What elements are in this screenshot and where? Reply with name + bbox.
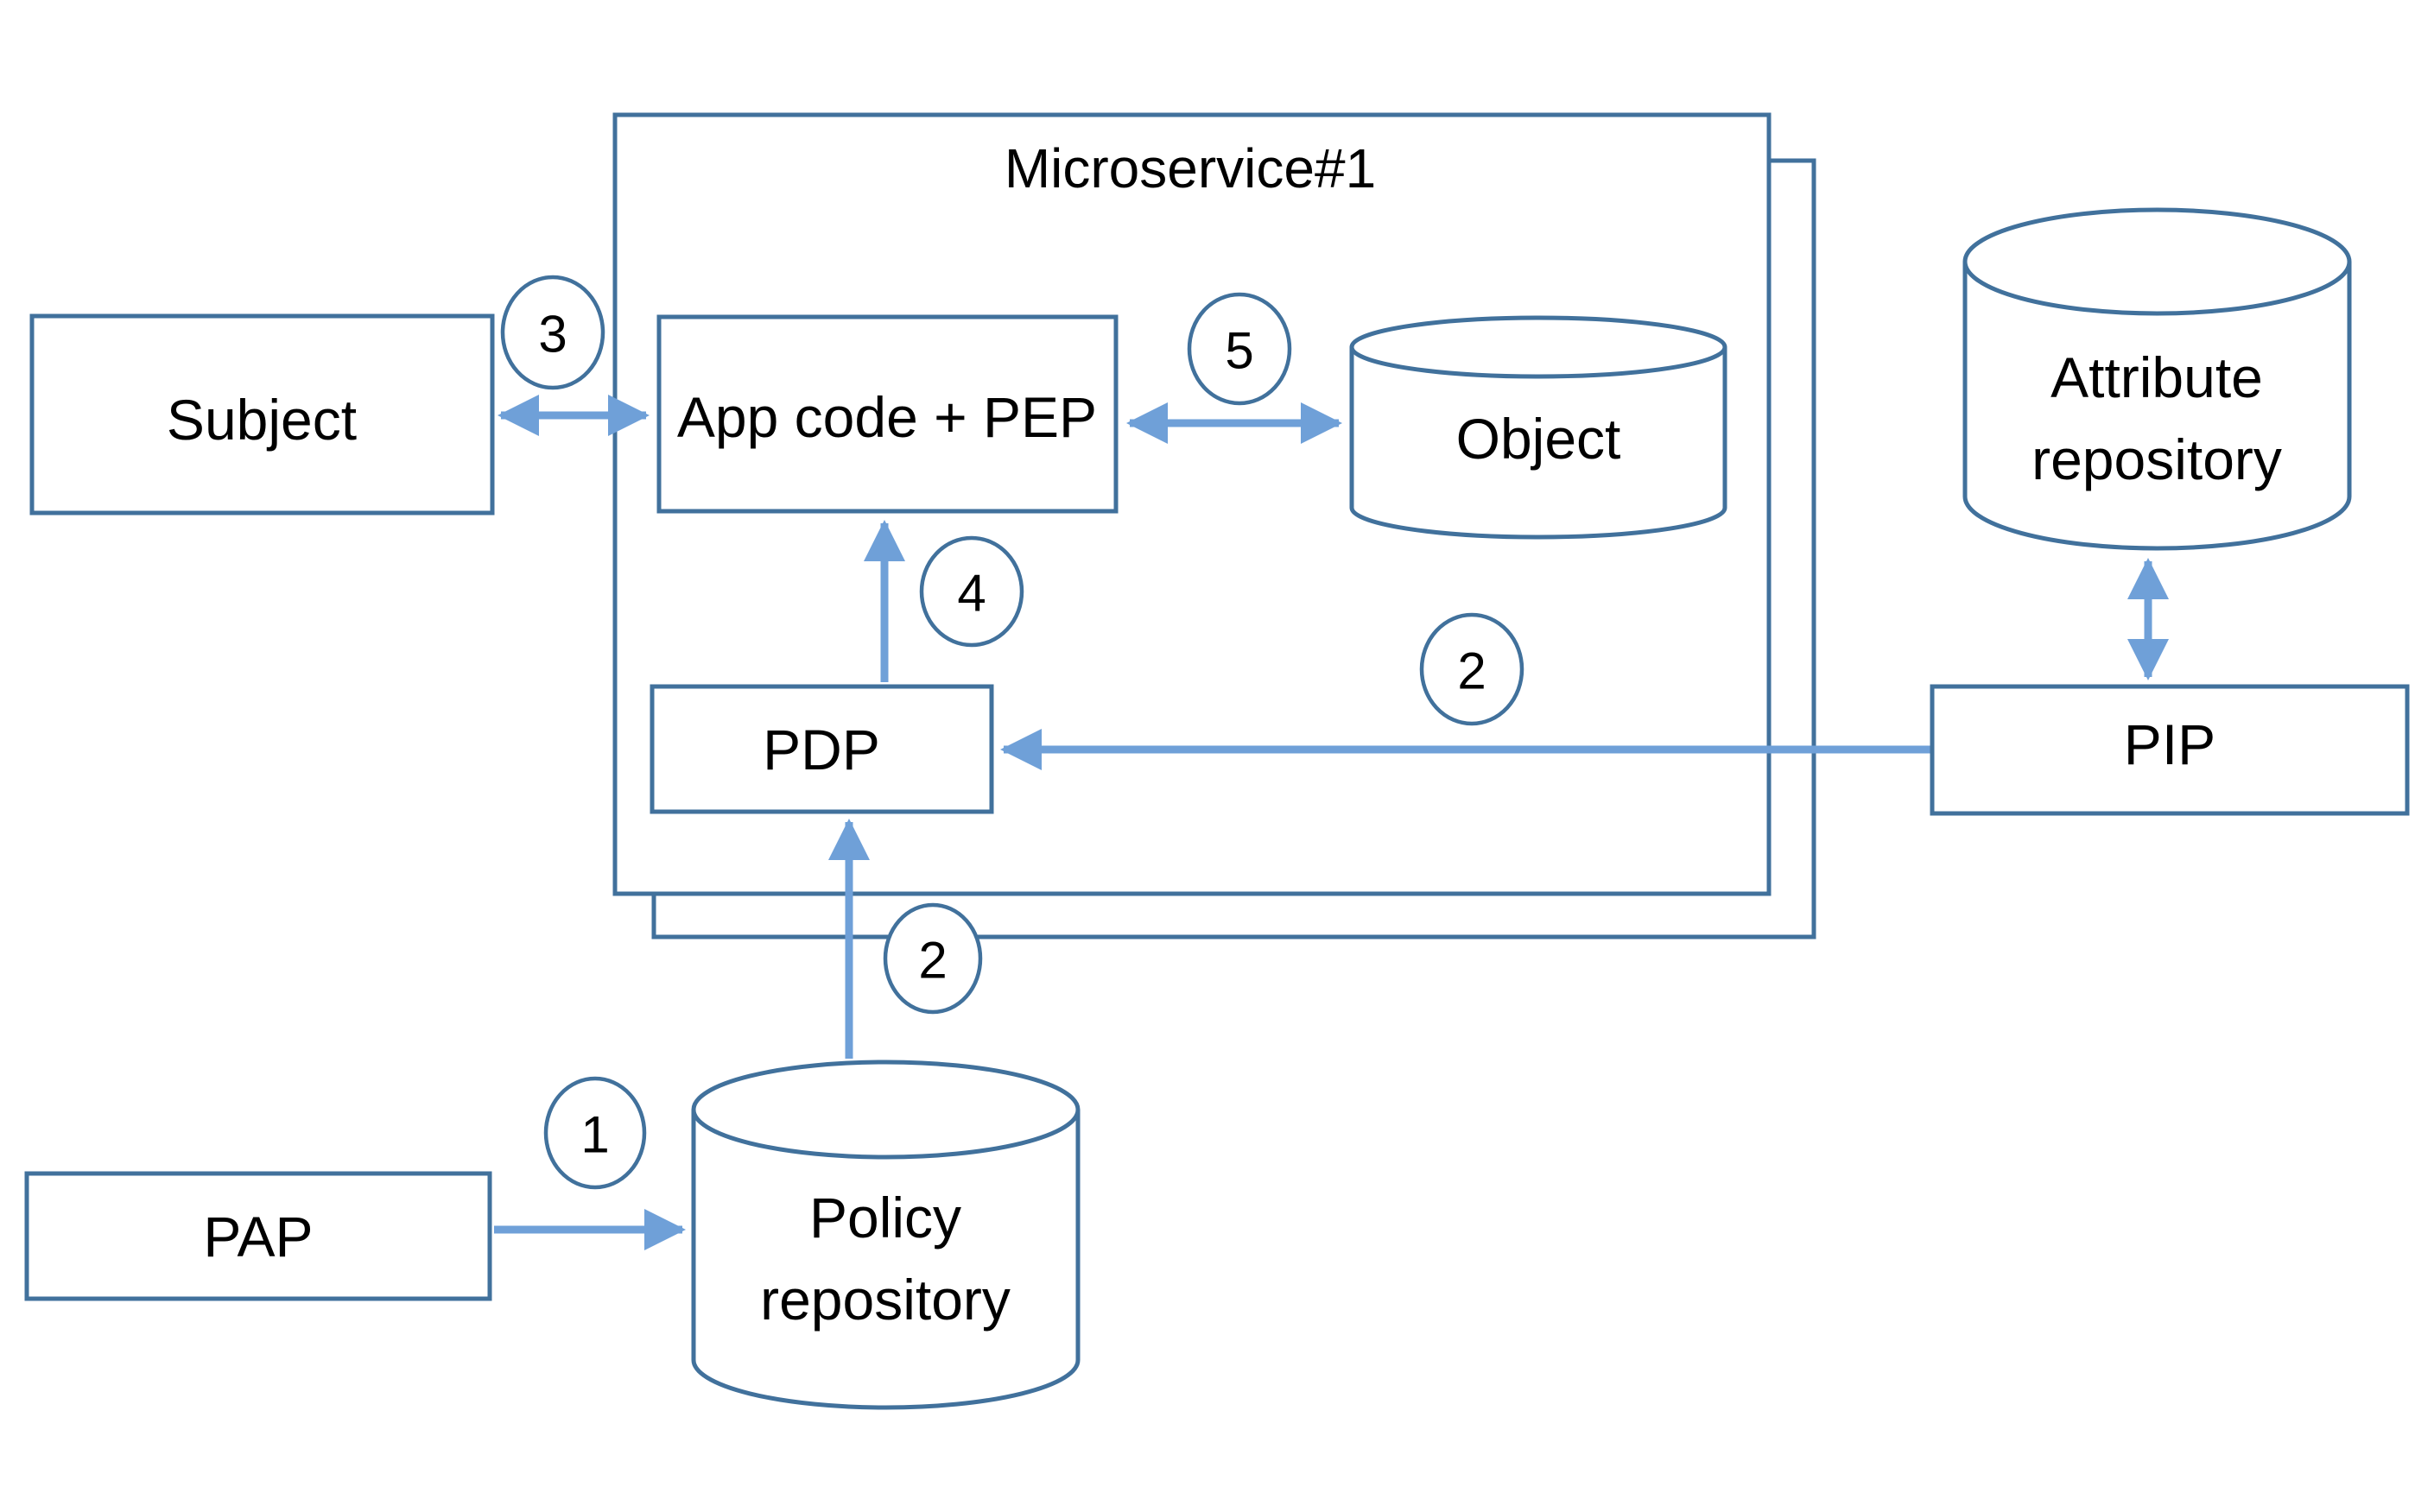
- badge-2-pip-number: 2: [1457, 642, 1486, 700]
- badge-2-policy-circle: [883, 902, 983, 1015]
- badge-5-circle: [1187, 292, 1292, 406]
- policy-repository-label-line2: repository: [760, 1268, 1011, 1332]
- object-cylinder-body: [1349, 347, 1727, 540]
- object-cylinder-top: [1349, 315, 1727, 379]
- policy-repository-cylinder-body: [691, 1110, 1081, 1410]
- badge-step-2-policy: 2: [883, 902, 983, 1015]
- node-subject: Subject: [29, 313, 495, 516]
- badge-step-2-pip: 2: [1419, 612, 1524, 726]
- attribute-repository-label-line1: Attribute: [2051, 345, 2263, 409]
- pip-label: PIP: [2124, 712, 2215, 776]
- badge-3-circle: [500, 275, 605, 390]
- node-policy-repository: Policy repository: [691, 1060, 1081, 1410]
- microservice-title: Microservice#1: [1005, 137, 1376, 199]
- policy-repository-cylinder-top: [691, 1060, 1081, 1160]
- attribute-repository-cylinder-top: [1962, 207, 2352, 316]
- node-pip: PIP: [1930, 684, 2410, 816]
- badge-4-circle: [919, 535, 1024, 648]
- attribute-repository-label-line2: repository: [2032, 427, 2282, 491]
- badge-1-circle: [543, 1076, 647, 1190]
- app-pep-label: App code + PEP: [677, 385, 1097, 449]
- badge-3-number: 3: [538, 306, 567, 364]
- attribute-repository-cylinder-body: [1962, 262, 2352, 551]
- node-app-pep: App code + PEP: [656, 314, 1119, 514]
- badge-step-1: 1: [543, 1076, 647, 1190]
- node-pdp: PDP: [650, 684, 994, 814]
- object-label: Object: [1456, 407, 1621, 471]
- subject-label: Subject: [167, 388, 357, 452]
- pap-label: PAP: [203, 1205, 313, 1268]
- badge-2-pip-circle: [1419, 612, 1524, 726]
- node-pap: PAP: [24, 1171, 492, 1301]
- node-attribute-repository: Attribute repository: [1962, 207, 2352, 551]
- badge-step-3: 3: [500, 275, 605, 390]
- app-pep-box: [656, 314, 1119, 514]
- badge-2-policy-number: 2: [918, 932, 947, 990]
- badge-1-number: 1: [580, 1106, 609, 1164]
- pdp-label: PDP: [763, 718, 880, 781]
- badge-4-number: 4: [957, 565, 986, 623]
- subject-box: [29, 313, 495, 516]
- pdp-box: [650, 684, 994, 814]
- pap-box: [24, 1171, 492, 1301]
- policy-repository-label-line1: Policy: [809, 1186, 961, 1249]
- badge-step-4: 4: [919, 535, 1024, 648]
- badge-5-number: 5: [1225, 322, 1253, 380]
- node-object: Object: [1349, 315, 1727, 540]
- pip-box: [1930, 684, 2410, 816]
- badge-step-5: 5: [1187, 292, 1292, 406]
